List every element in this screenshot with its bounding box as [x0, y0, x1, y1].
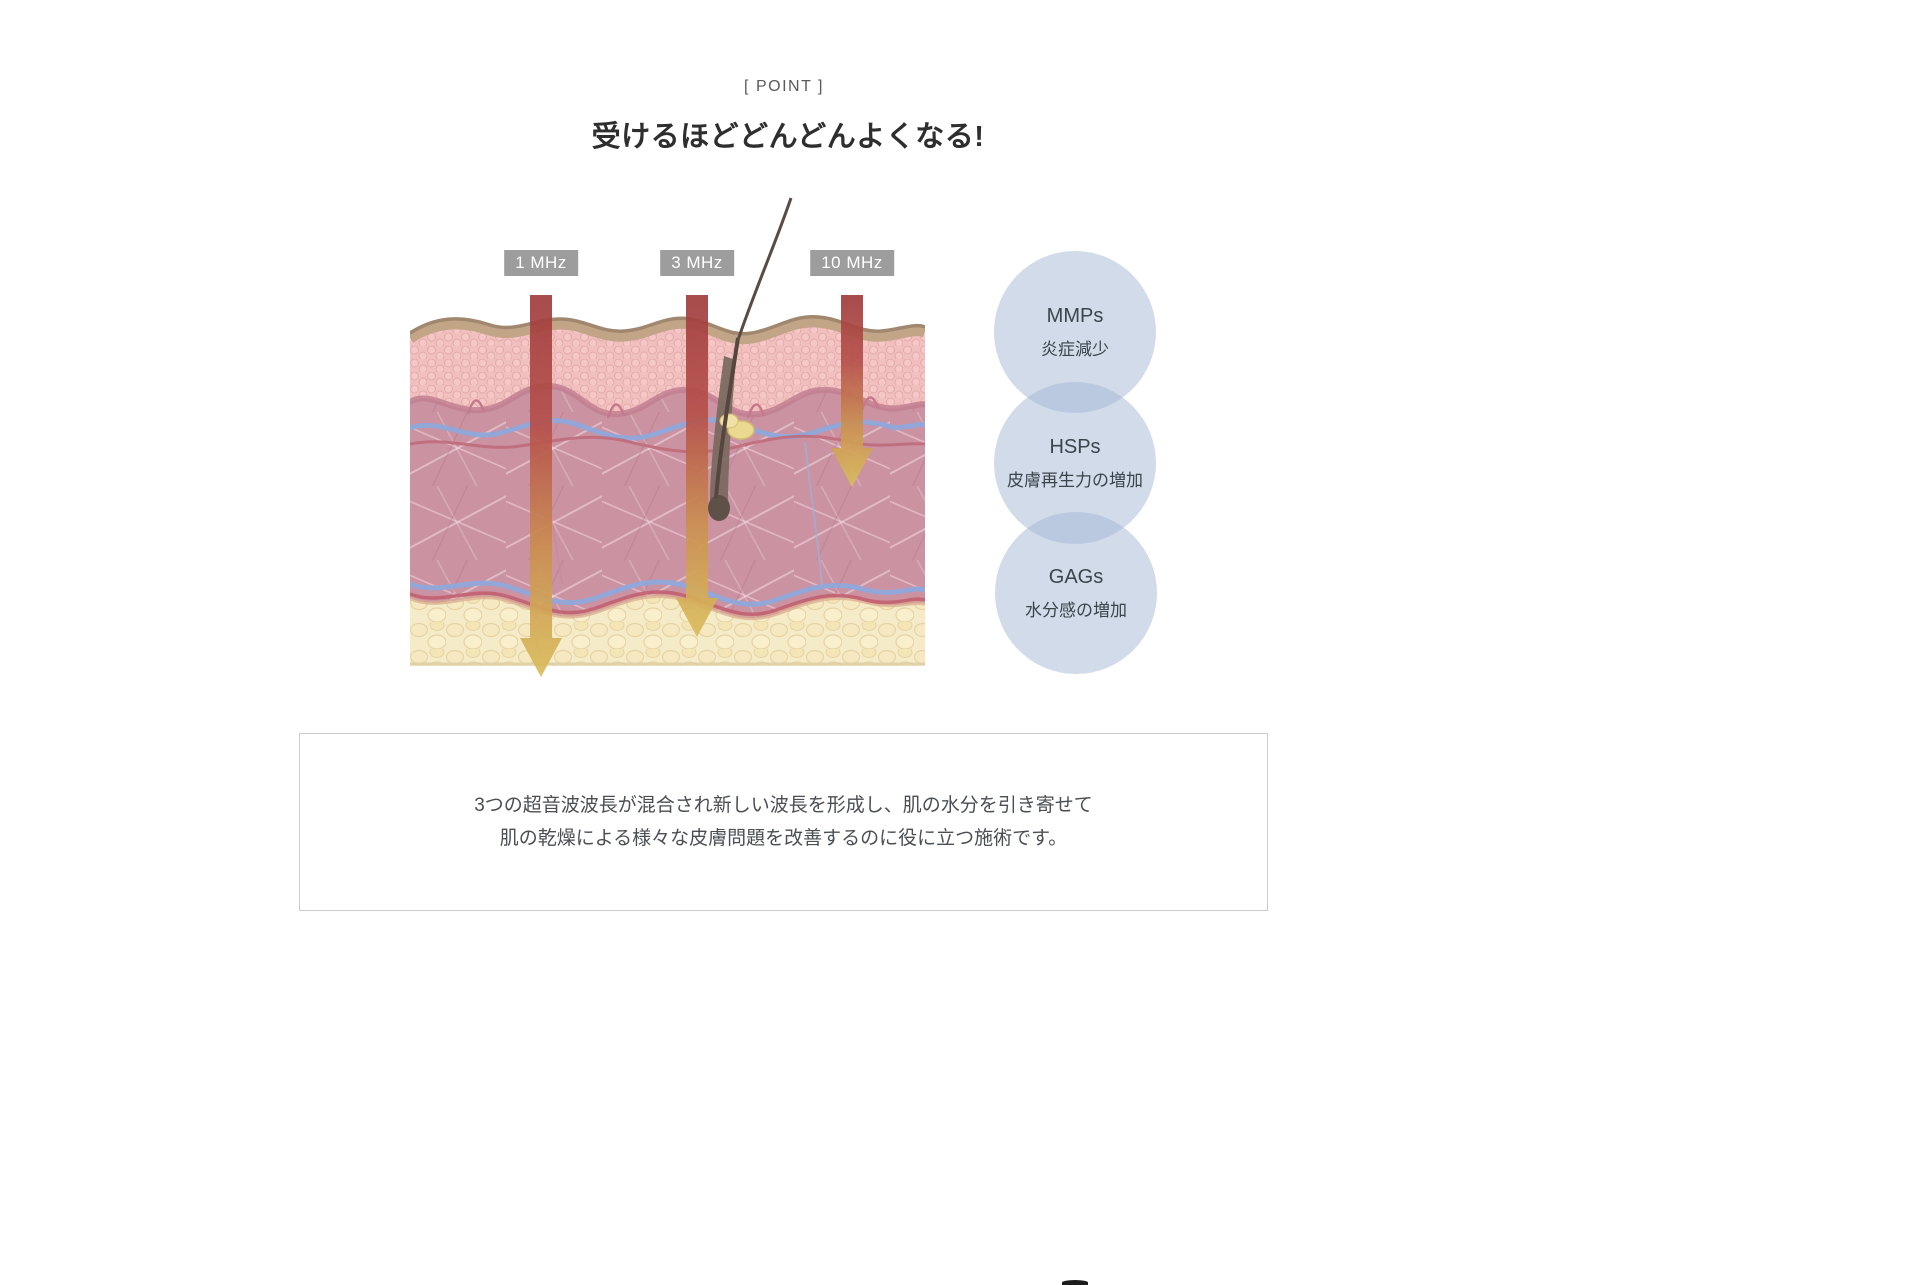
effect-description: 炎症減少 [1041, 339, 1109, 359]
effect-name: MMPs [1046, 304, 1104, 327]
description-box: 3つの超音波波長が混合され新しい波長を形成し、肌の水分を引き寄せて 肌の乾燥によ… [299, 733, 1268, 911]
blood-vessel-red-lower [410, 590, 925, 616]
effect-name: HSPs [1049, 435, 1101, 458]
vessel-connector-right [804, 441, 823, 587]
description-line-1: 3つの超音波波長が混合され新しい波長を形成し、肌の水分を引き寄せて [474, 794, 1093, 816]
page-title: 受けるほどどんどんよくなる! [591, 121, 985, 153]
fat-texture [410, 595, 925, 666]
hair-icon [736, 197, 793, 341]
effect-circle-mmps: MMPs 炎症減少 [994, 251, 1156, 413]
arrow-1mhz-icon [520, 295, 562, 677]
effect-description: 水分感の増加 [1025, 600, 1127, 620]
arrow-10mhz-icon [831, 295, 873, 487]
capillary-loops [466, 396, 880, 419]
blood-vessel-blue-upper [410, 417, 925, 441]
frequency-badge-1mhz: 1 MHz [504, 250, 578, 276]
skin-cross-section-illustration [410, 197, 925, 677]
effect-circle-hsps: HSPs 皮膚再生力の増加 [994, 382, 1156, 544]
effect-circle-gags: GAGs 水分感の増加 [995, 512, 1157, 674]
bottom-edge-artifact [1062, 1280, 1088, 1285]
description-line-2: 肌の乾燥による様々な皮膚問題を改善するのに役に立つ施術です。 [499, 828, 1068, 849]
frequency-badge-10mhz: 10 MHz [810, 250, 894, 276]
hair-bulb [708, 495, 730, 521]
frequency-badge-3mhz: 3 MHz [660, 250, 734, 276]
effect-name: GAGs [1048, 565, 1104, 588]
point-label: [ POINT ] [744, 78, 824, 95]
hair-shaft-inner [714, 337, 740, 499]
arrow-3mhz-icon [676, 295, 718, 637]
blood-vessel-blue-lower [410, 579, 925, 607]
effect-description: 皮膚再生力の増加 [1007, 470, 1143, 490]
